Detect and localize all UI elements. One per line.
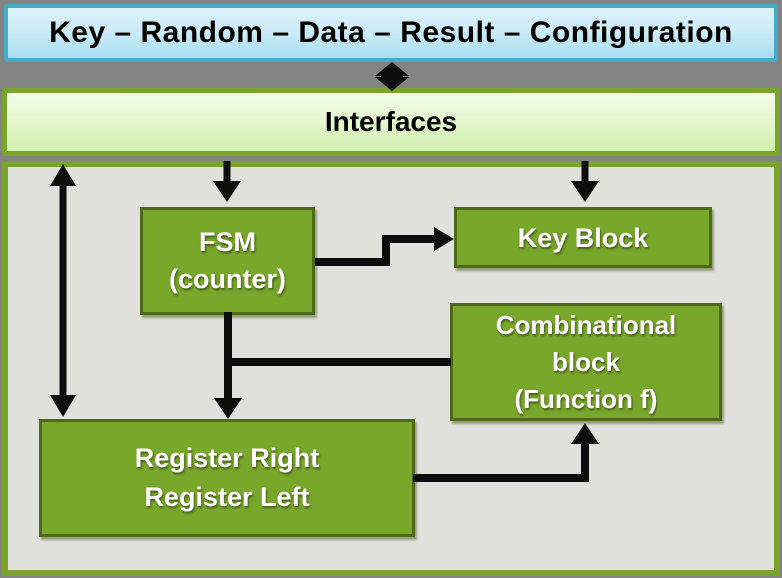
- combinational-block: Combinational block (Function f): [450, 303, 722, 421]
- combinational-block-label-line3: (Function f): [514, 383, 658, 414]
- register-block: Register Right Register Left: [39, 419, 415, 537]
- bus-double-arrow-icon: [375, 62, 409, 91]
- io-channels-label: Key – Random – Data – Result – Configura…: [49, 16, 733, 49]
- fsm-counter-block: FSM (counter): [140, 207, 315, 315]
- interfaces-bar: Interfaces: [2, 88, 780, 156]
- register-block-label-line1: Register Right: [134, 443, 320, 473]
- combinational-block-label-line1: Combinational: [495, 309, 677, 340]
- fsm-block-label-line1: FSM: [199, 227, 256, 257]
- register-block-label-line2: Register Left: [144, 482, 310, 512]
- key-block: Key Block: [454, 207, 712, 268]
- io-channels-title-bar: Key – Random – Data – Result – Configura…: [4, 4, 778, 62]
- combinational-block-label-line2: block: [552, 346, 620, 377]
- interfaces-label: Interfaces: [324, 106, 458, 137]
- key-block-label: Key Block: [517, 222, 649, 253]
- fsm-block-label-line2: (counter): [169, 264, 286, 294]
